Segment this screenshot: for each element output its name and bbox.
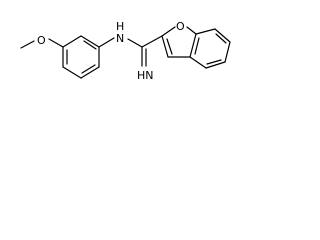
bond-methyl-o [20, 40, 35, 49]
bond-ring2-double-3 [206, 59, 222, 65]
bond-ring1-b [80, 35, 100, 48]
bond-n-c [127, 38, 143, 48]
chemical-structure: O N H HN O [20, 20, 231, 82]
furan-oxygen-label: O [176, 20, 185, 33]
bond-ring2-e [189, 56, 207, 69]
bond-ring2-b [214, 28, 231, 43]
amine-hydrogen-label: H [116, 20, 124, 33]
bond-ring2-a [195, 28, 216, 35]
bond-ring2-double-1 [194, 37, 200, 55]
bond-ring-n [98, 37, 115, 48]
imine-group-label: HN [137, 69, 154, 82]
bond-o-ring [48, 38, 64, 48]
bond-furan-o-c7a [186, 26, 197, 35]
bond-ring1-e [62, 66, 82, 79]
bond-furan-c2-o [161, 26, 176, 37]
bond-ring1-a [62, 35, 82, 48]
methoxy-oxygen-label: O [37, 34, 46, 47]
bond-ring1-double-2 [81, 64, 96, 74]
bond-ring1-double-1 [83, 40, 97, 50]
bond-ring2-d [205, 61, 226, 69]
amine-nitrogen-label: N [116, 32, 124, 45]
bond-ring1-d [80, 66, 100, 79]
bond-c-furan [141, 35, 163, 48]
structure-canvas: O N H HN O [0, 0, 282, 105]
bond-fused [189, 33, 197, 58]
bond-ring2-double-2 [215, 33, 227, 44]
bond-furan-c2-c3 [161, 35, 169, 58]
bond-furan-c2-c3-double [166, 38, 173, 55]
bond-ring2-c [224, 41, 231, 63]
